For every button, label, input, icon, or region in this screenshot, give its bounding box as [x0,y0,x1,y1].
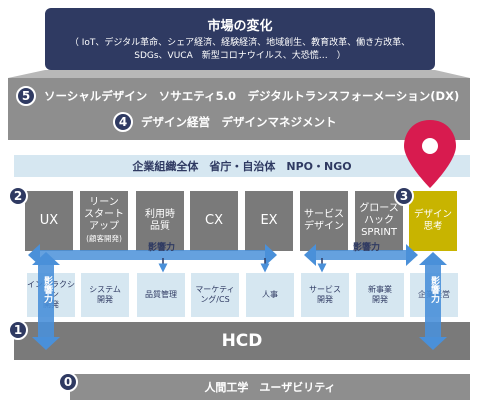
department-box: システム 開発 [81,273,129,317]
method-label: 利用時 品質 [145,209,175,232]
organization-scope-band: 企業組織全体 省庁・自治体 NPO・NGO [14,155,470,177]
influence-label-right-vertical: 影響力 [429,276,439,303]
method-label: デザイン 思考 [413,209,452,232]
level-4-text: デザイン経営 デザインマネジメント [141,115,337,129]
method-box: UX [25,191,73,251]
influence-arrow-right [304,244,418,266]
method-box: EX [245,191,293,251]
influence-arrow-left-vertical [32,252,60,350]
department-box: 品質管理 [137,273,185,317]
influence-arrow-right-vertical [419,252,447,350]
location-pin-icon [404,120,456,188]
department-box: サービス 開発 [301,273,349,317]
method-label: グロース ハック SPRINT [359,203,399,238]
method-box: リーン スタート アップ (顧客開発) [80,191,128,251]
method-box: CX [190,191,238,251]
method-box: サービス デザイン [300,191,348,251]
banner-body: （ IoT、デジタル革命、シェア経済、経験経済、地域創生、教育改革、働き方改革、… [69,38,411,61]
level-3-badge: 3 [394,186,414,206]
hcd-band: HCD [14,322,470,360]
method-label: リーン スタート アップ [84,197,124,232]
level-4-row: 4 デザイン経営 デザインマネジメント [8,110,470,134]
influence-label-right: 影響力 [353,243,381,253]
department-box: 人事 [246,273,294,317]
market-change-banner: 市場の変化 （ IoT、デジタル革命、シェア経済、経験経済、地域創生、教育改革、… [45,8,435,70]
method-label: サービス デザイン [304,209,344,232]
level-1-badge: 1 [8,320,28,340]
design-levels-band [8,78,470,140]
influence-label-left-vertical: 影響力 [42,276,52,303]
level-5-row: 5 ソーシャルデザイン ソサエティ5.0 デジタルトランスフォーメーション(DX… [8,84,470,108]
level-4-badge: 4 [113,112,133,132]
banner-title: 市場の変化 [207,19,273,34]
banner-connector [8,70,470,78]
level-0-badge: 0 [58,372,78,392]
level-2-badge: 2 [8,186,28,206]
method-box: 利用時 品質 [136,191,184,251]
influence-label-left: 影響力 [148,243,176,253]
department-box: マーケティ ング/CS [191,273,239,317]
method-label: UX [39,213,59,228]
level-5-text: ソーシャルデザイン ソサエティ5.0 デジタルトランスフォーメーション(DX) [44,89,460,103]
level-5-badge: 5 [16,86,36,106]
method-box: デザイン 思考 [409,191,457,251]
method-sublabel: (顧客開発) [86,234,122,243]
department-box: 新事業 開発 [356,273,404,317]
method-label: EX [260,213,278,228]
ergonomics-usability-band: 人間工学 ユーザビリティ [70,374,470,400]
method-label: CX [205,213,223,228]
